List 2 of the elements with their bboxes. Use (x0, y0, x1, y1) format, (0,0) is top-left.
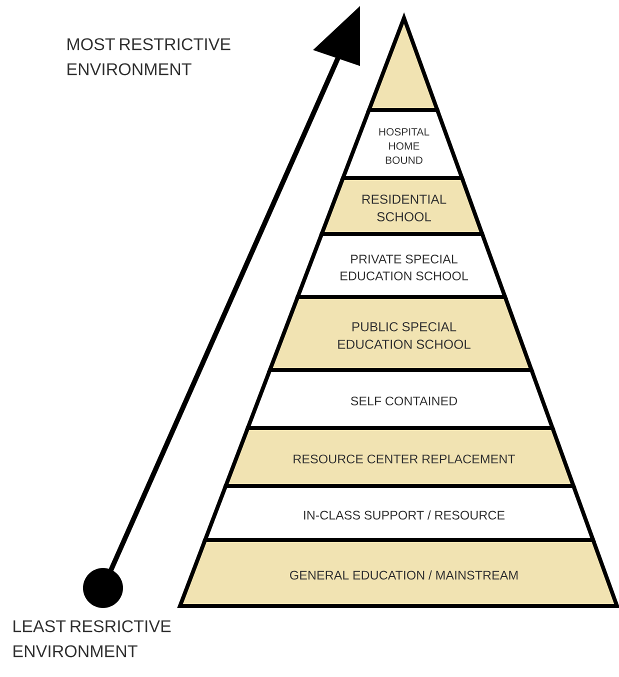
environment-label: MOST RESTRICTIVE ENVIRONMENT (68, 38, 230, 76)
environment-label: LEAST RESRICTIVE ENVIRONMENT (14, 620, 171, 658)
